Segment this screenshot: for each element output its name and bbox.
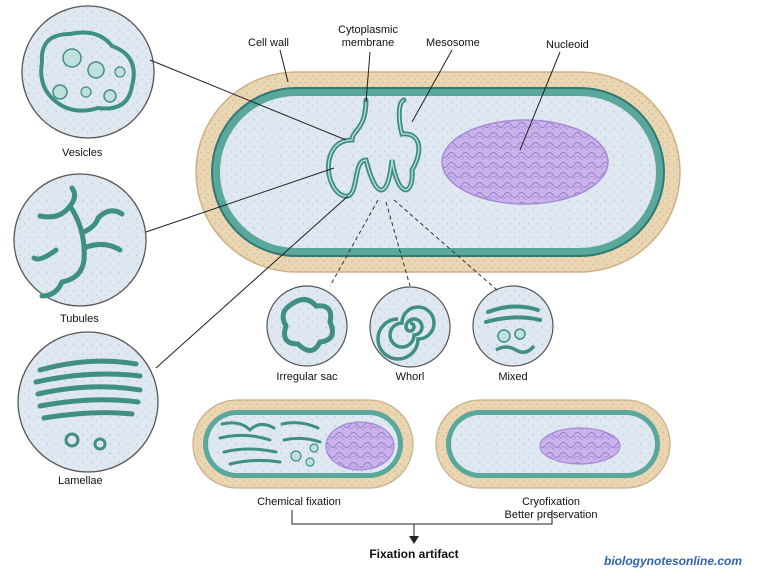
irregular-sac-detail bbox=[266, 285, 348, 367]
main-cell bbox=[195, 71, 681, 273]
nucleoid bbox=[441, 119, 609, 205]
mixed-detail bbox=[472, 285, 554, 367]
tubules-detail bbox=[13, 173, 147, 307]
label-mesosome: Mesosome bbox=[426, 37, 480, 49]
label-lamellae: Lamellae bbox=[58, 475, 103, 487]
label-cryofixation-line2: Better preservation bbox=[504, 508, 598, 521]
credit-text: biologynotesonline.com bbox=[604, 554, 743, 568]
cryofixation-cell bbox=[435, 399, 671, 489]
lamellae-detail bbox=[17, 331, 159, 473]
label-cell-wall: Cell wall bbox=[248, 37, 289, 49]
arrow-down-icon bbox=[409, 536, 419, 544]
label-vesicles: Vesicles bbox=[62, 147, 103, 159]
fixation-bracket bbox=[291, 510, 553, 536]
chemical-fixation-cell bbox=[192, 399, 414, 489]
whorl-detail bbox=[369, 286, 451, 368]
label-fixation-artifact: Fixation artifact bbox=[369, 547, 459, 561]
label-cryofixation-line1: Cryofixation bbox=[521, 496, 581, 508]
label-cytoplasmic-membrane: Cytoplasmic membrane bbox=[330, 24, 406, 49]
label-mixed: Mixed bbox=[498, 371, 528, 383]
label-nucleoid: Nucleoid bbox=[546, 39, 589, 51]
label-tubules: Tubules bbox=[60, 313, 99, 325]
label-chemical-fixation: Chemical fixation bbox=[257, 496, 341, 508]
label-whorl: Whorl bbox=[395, 371, 425, 383]
dashed-leader-lines bbox=[329, 199, 498, 291]
label-irregular-sac: Irregular sac bbox=[276, 371, 338, 383]
label-cryofixation: Cryofixation Better preservation bbox=[496, 496, 606, 521]
label-cytoplasmic-membrane-line1: Cytoplasmic bbox=[338, 24, 398, 36]
leader-lines bbox=[145, 49, 561, 369]
vesicles-detail bbox=[21, 5, 155, 139]
label-cytoplasmic-membrane-line2: membrane bbox=[341, 36, 395, 49]
